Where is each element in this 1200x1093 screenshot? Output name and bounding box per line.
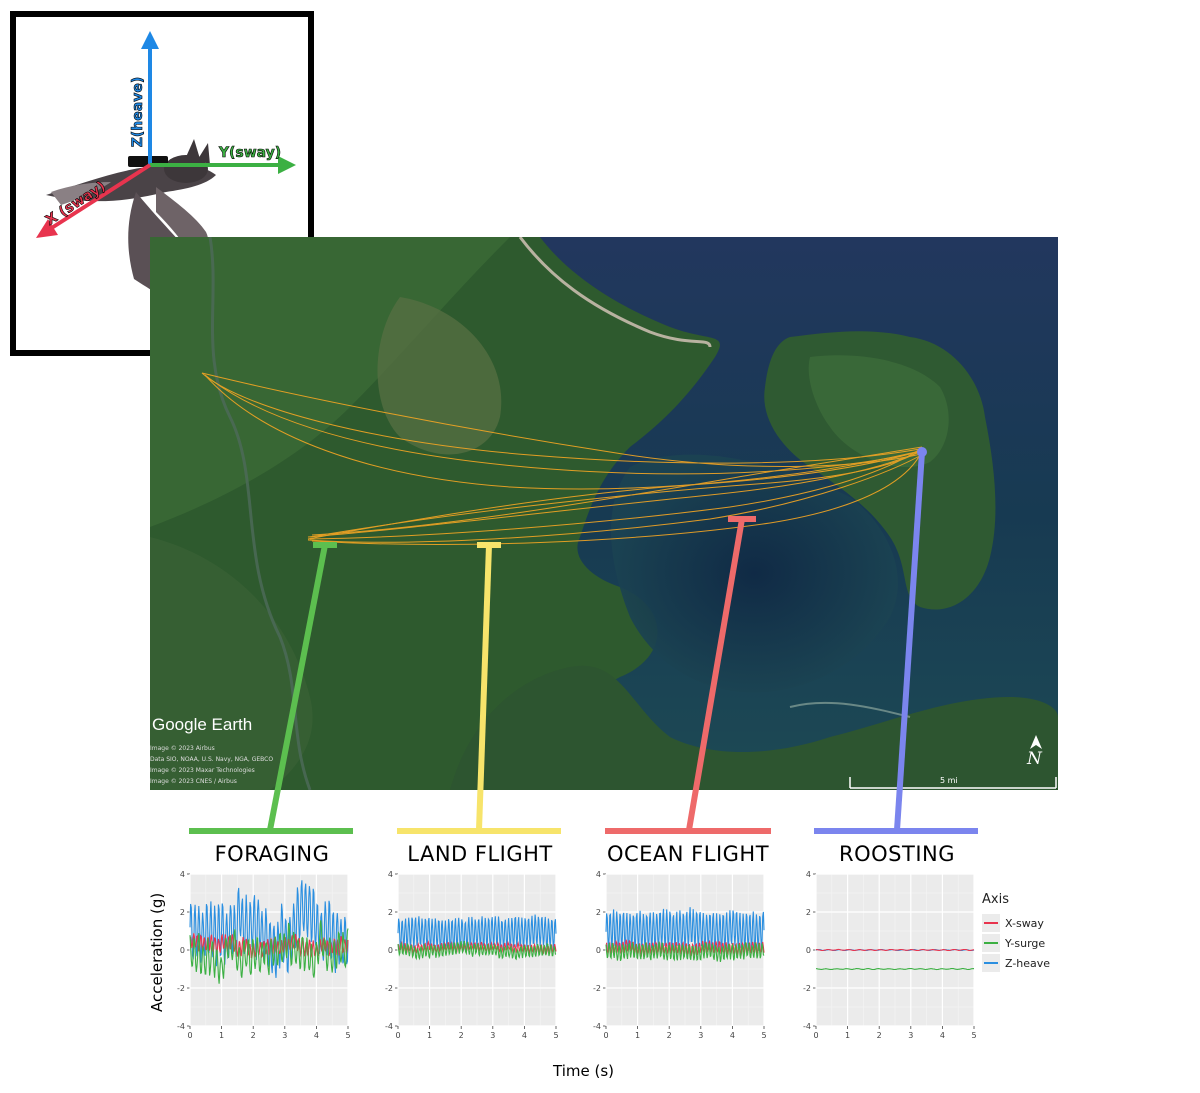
x-axis-line: [48, 163, 152, 231]
y-tick-label: -4: [385, 1022, 393, 1031]
y-tick-label: 4: [180, 870, 185, 879]
y-tick-label: 4: [388, 870, 393, 879]
x-tick-label: 2: [251, 1031, 256, 1040]
x-tick-label: 3: [282, 1031, 287, 1040]
series-line-y-surge: [605, 941, 765, 963]
x-tick-label: 3: [908, 1031, 913, 1040]
series-line-y-surge: [397, 940, 557, 961]
x-tick-label: 4: [314, 1031, 319, 1040]
y-tick-label: -2: [803, 984, 811, 993]
y-tick-label: 2: [388, 908, 393, 917]
chart-legend: Axis X-sway Y-surge Z-heave: [982, 892, 1072, 973]
chart-panel-ocean-flight: -4 -2 0 2 4 0 1 2 3 4 5: [593, 870, 767, 1040]
y-tick-label: -2: [385, 984, 393, 993]
attribution-line: Image © 2023 CNES / Airbus: [150, 778, 237, 785]
phase-title-land-flight: LAND FLIGHT: [407, 842, 553, 866]
y-axis-title: Acceleration (g): [148, 892, 166, 1012]
legend-entry-z-heave: Z-heave: [982, 953, 1072, 973]
north-arrow-icon: [1030, 735, 1042, 749]
series-line-y-surge: [189, 920, 349, 984]
series-line-y-surge: [815, 967, 975, 971]
y-tick-label: 0: [388, 946, 393, 955]
y-tick-label: 4: [596, 870, 601, 879]
y-tick-label: -4: [177, 1022, 185, 1031]
z-axis-label: Z(heave): [130, 77, 146, 147]
phase-title-ocean-flight: OCEAN FLIGHT: [606, 842, 770, 866]
y-axis-label: Y(sway): [218, 145, 281, 161]
attribution-line: Image © 2023 Maxar Technologies: [150, 767, 255, 774]
x-tick-label: 2: [459, 1031, 464, 1040]
y-axis-arrowhead: [278, 156, 296, 174]
x-tick-label: 1: [427, 1031, 432, 1040]
chart-panel-roosting: -4 -2 0 2 4 0 1 2 3 4 5: [803, 870, 977, 1040]
x-tick-label: 1: [635, 1031, 640, 1040]
x-tick-label: 2: [667, 1031, 672, 1040]
x-axis-arrowhead: [36, 219, 58, 238]
x-tick-label: 5: [345, 1031, 350, 1040]
x-tick-label: 0: [813, 1031, 818, 1040]
y-tick-label: -2: [177, 984, 185, 993]
x-tick-label: 3: [490, 1031, 495, 1040]
x-tick-label: 0: [187, 1031, 192, 1040]
legend-entry-x-sway: X-sway: [982, 913, 1072, 933]
x-tick-label: 0: [603, 1031, 608, 1040]
scale-label: 5 mi: [940, 776, 958, 785]
y-tick-label: 0: [180, 946, 185, 955]
z-axis-arrowhead: [141, 31, 159, 49]
attribution-line: Image © 2023 Airbus: [150, 745, 215, 752]
y-tick-label: 0: [596, 946, 601, 955]
y-tick-label: -4: [593, 1022, 601, 1031]
series-line-x-sway: [815, 948, 975, 952]
chart-panel-foraging: -4 -2 0 2 4 0 1 2 3 4 5: [177, 870, 351, 1040]
y-tick-label: 4: [806, 870, 811, 879]
x-axis-title: Time (s): [553, 1062, 614, 1080]
legend-entry-y-surge: Y-surge: [982, 933, 1072, 953]
y-tick-label: 2: [596, 908, 601, 917]
x-tick-label: 1: [219, 1031, 224, 1040]
x-tick-label: 5: [553, 1031, 558, 1040]
x-tick-label: 4: [522, 1031, 527, 1040]
google-earth-logo: Google Earth: [152, 715, 253, 734]
legend-label: X-sway: [1005, 916, 1044, 930]
satellite-map: Google Earth Image © 2023 Airbus Data SI…: [150, 237, 1058, 790]
legend-label: Z-heave: [1005, 956, 1051, 970]
x-tick-label: 3: [698, 1031, 703, 1040]
map-imagery: [150, 237, 1058, 790]
y-tick-label: 2: [806, 908, 811, 917]
chart-panel-land-flight: -4 -2 0 2 4 0 1 2 3 4 5: [385, 870, 559, 1040]
attribution-line: Data SIO, NOAA, U.S. Navy, NGA, GEBCO: [150, 756, 274, 763]
legend-title: Axis: [982, 892, 1009, 907]
x-tick-label: 0: [395, 1031, 400, 1040]
y-tick-label: 2: [180, 908, 185, 917]
x-tick-label: 5: [761, 1031, 766, 1040]
phase-title-foraging: FORAGING: [214, 842, 330, 866]
y-tick-label: -4: [803, 1022, 811, 1031]
x-tick-label: 4: [730, 1031, 735, 1040]
gps-tracks: [201, 372, 926, 545]
y-tick-label: -2: [593, 984, 601, 993]
phase-title-roosting: ROOSTING: [839, 842, 955, 866]
x-tick-label: 5: [971, 1031, 976, 1040]
north-label: N: [1027, 749, 1042, 769]
x-tick-label: 4: [940, 1031, 945, 1040]
y-tick-label: 0: [806, 946, 811, 955]
x-tick-label: 2: [877, 1031, 882, 1040]
x-tick-label: 1: [845, 1031, 850, 1040]
legend-label: Y-surge: [1005, 936, 1046, 950]
